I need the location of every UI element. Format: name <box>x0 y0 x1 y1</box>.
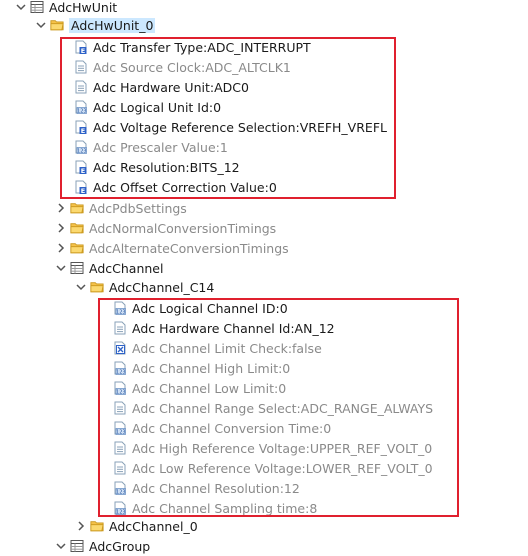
parameter-label: Adc Logical Channel ID:0 <box>132 300 288 316</box>
folder-icon <box>70 200 84 216</box>
parameter-label: Adc Resolution:BITS_12 <box>93 159 240 175</box>
parameter-row[interactable]: Adc High Reference Voltage:UPPER_REF_VOL… <box>113 438 432 458</box>
parameter-row[interactable]: Adc Channel Range Select:ADC_RANGE_ALWAY… <box>113 398 433 418</box>
tree-node-folder[interactable]: AdcPdbSettings <box>54 198 187 218</box>
chevron-down-icon[interactable] <box>14 0 28 17</box>
tree-node-label: AdcChannel_C14 <box>109 279 215 295</box>
parameter-label: Adc Voltage Reference Selection:VREFH_VR… <box>93 119 387 135</box>
parameter-label: Adc Channel Resolution:12 <box>132 480 300 496</box>
tree-node-label: AdcNormalConversionTimings <box>89 220 277 236</box>
parameter-label: Adc Hardware Channel Id:AN_12 <box>132 320 335 336</box>
folder-icon <box>50 17 64 33</box>
tree-node-folder[interactable]: AdcNormalConversionTimings <box>54 218 276 238</box>
parameter-row[interactable]: Adc Logical Channel ID:0 <box>113 298 288 318</box>
parameter-row[interactable]: Adc Transfer Type:ADC_INTERRUPT <box>74 37 311 57</box>
tree-node-label: AdcChannel_0 <box>109 518 198 534</box>
tree-node-label: AdcHwUnit_0 <box>69 17 156 33</box>
parameter-row[interactable]: Adc Source Clock:ADC_ALTCLK1 <box>74 57 291 77</box>
int-param-icon <box>113 480 127 496</box>
text-param-icon <box>113 440 127 456</box>
folder-icon <box>70 220 84 236</box>
parameter-row[interactable]: Adc Logical Unit Id:0 <box>74 97 221 117</box>
text-param-icon <box>74 79 88 95</box>
tree-node-folder[interactable]: AdcAlternateConversionTimings <box>54 238 289 258</box>
parameter-row[interactable]: Adc Hardware Unit:ADC0 <box>74 77 249 97</box>
parameter-label: Adc Channel Range Select:ADC_RANGE_ALWAY… <box>132 400 434 416</box>
text-param-icon <box>74 59 88 75</box>
tree-node-label: AdcPdbSettings <box>89 200 187 216</box>
parameter-label: Adc Prescaler Value:1 <box>93 139 228 155</box>
tree-node-adcchannel-0[interactable]: AdcChannel_0 <box>74 516 198 536</box>
parameter-label: Adc Transfer Type:ADC_INTERRUPT <box>93 39 311 55</box>
chevron-down-icon[interactable] <box>34 15 48 35</box>
tree-node-label: AdcGroup <box>89 538 151 554</box>
parameter-label: Adc Channel Sampling time:8 <box>132 500 318 516</box>
tree-node-adcgroup[interactable]: AdcGroup <box>54 536 150 556</box>
chevron-down-icon[interactable] <box>54 258 68 278</box>
folder-icon <box>90 518 104 534</box>
parameter-row[interactable]: Adc Low Reference Voltage:LOWER_REF_VOLT… <box>113 458 433 478</box>
folder-icon <box>90 279 104 295</box>
int-param-icon <box>74 139 88 155</box>
int-param-icon <box>74 99 88 115</box>
chevron-right-icon[interactable] <box>54 198 68 218</box>
int-param-icon <box>113 380 127 396</box>
parameter-label: Adc High Reference Voltage:UPPER_REF_VOL… <box>132 440 433 456</box>
text-param-icon <box>113 400 127 416</box>
bool-param-icon <box>113 340 127 356</box>
parameter-row[interactable]: Adc Channel Limit Check:false <box>113 338 322 358</box>
tree-node-adchwunit[interactable]: AdcHwUnit <box>14 0 117 17</box>
int-param-icon <box>113 300 127 316</box>
parameter-row[interactable]: Adc Channel High Limit:0 <box>113 358 290 378</box>
parameter-label: Adc Offset Correction Value:0 <box>93 179 277 195</box>
parameter-row[interactable]: Adc Channel Conversion Time:0 <box>113 418 331 438</box>
chevron-right-icon[interactable] <box>74 516 88 536</box>
parameter-label: Adc Hardware Unit:ADC0 <box>93 79 249 95</box>
parameter-row[interactable]: Adc Hardware Channel Id:AN_12 <box>113 318 335 338</box>
table-icon <box>70 538 84 554</box>
parameter-label: Adc Channel Limit Check:false <box>132 340 322 356</box>
int-param-icon <box>113 500 127 516</box>
parameter-label: Adc Channel High Limit:0 <box>132 360 291 376</box>
enum-param-icon <box>74 39 88 55</box>
parameter-label: Adc Low Reference Voltage:LOWER_REF_VOLT… <box>132 460 433 476</box>
parameter-row[interactable]: Adc Offset Correction Value:0 <box>74 177 277 197</box>
table-icon <box>30 0 44 15</box>
tree-node-adcchannel[interactable]: AdcChannel <box>54 258 163 278</box>
parameter-row[interactable]: Adc Channel Resolution:12 <box>113 478 300 498</box>
chevron-right-icon[interactable] <box>54 238 68 258</box>
enum-param-icon <box>74 179 88 195</box>
parameter-row[interactable]: Adc Resolution:BITS_12 <box>74 157 240 177</box>
tree-node-adchwunit-0[interactable]: AdcHwUnit_0 <box>34 15 156 35</box>
parameter-row[interactable]: Adc Voltage Reference Selection:VREFH_VR… <box>74 117 387 137</box>
int-param-icon <box>113 360 127 376</box>
parameter-label: Adc Source Clock:ADC_ALTCLK1 <box>93 59 291 75</box>
parameter-row[interactable]: Adc Channel Sampling time:8 <box>113 498 317 518</box>
int-param-icon <box>113 420 127 436</box>
chevron-right-icon[interactable] <box>54 218 68 238</box>
parameter-label: Adc Logical Unit Id:0 <box>93 99 222 115</box>
tree-node-label: AdcHwUnit <box>49 0 118 15</box>
parameter-label: Adc Channel Conversion Time:0 <box>132 420 332 436</box>
parameter-row[interactable]: Adc Channel Low Limit:0 <box>113 378 286 398</box>
parameter-row[interactable]: Adc Prescaler Value:1 <box>74 137 228 157</box>
tree-node-adcchannel-c14[interactable]: AdcChannel_C14 <box>74 277 214 297</box>
tree-node-label: AdcChannel <box>89 260 164 276</box>
table-icon <box>70 260 84 276</box>
text-param-icon <box>113 460 127 476</box>
chevron-down-icon[interactable] <box>54 536 68 556</box>
text-param-icon <box>113 320 127 336</box>
chevron-down-icon[interactable] <box>74 277 88 297</box>
folder-icon <box>70 240 84 256</box>
enum-param-icon <box>74 159 88 175</box>
enum-param-icon <box>74 119 88 135</box>
parameter-label: Adc Channel Low Limit:0 <box>132 380 287 396</box>
tree-node-label: AdcAlternateConversionTimings <box>89 240 289 256</box>
